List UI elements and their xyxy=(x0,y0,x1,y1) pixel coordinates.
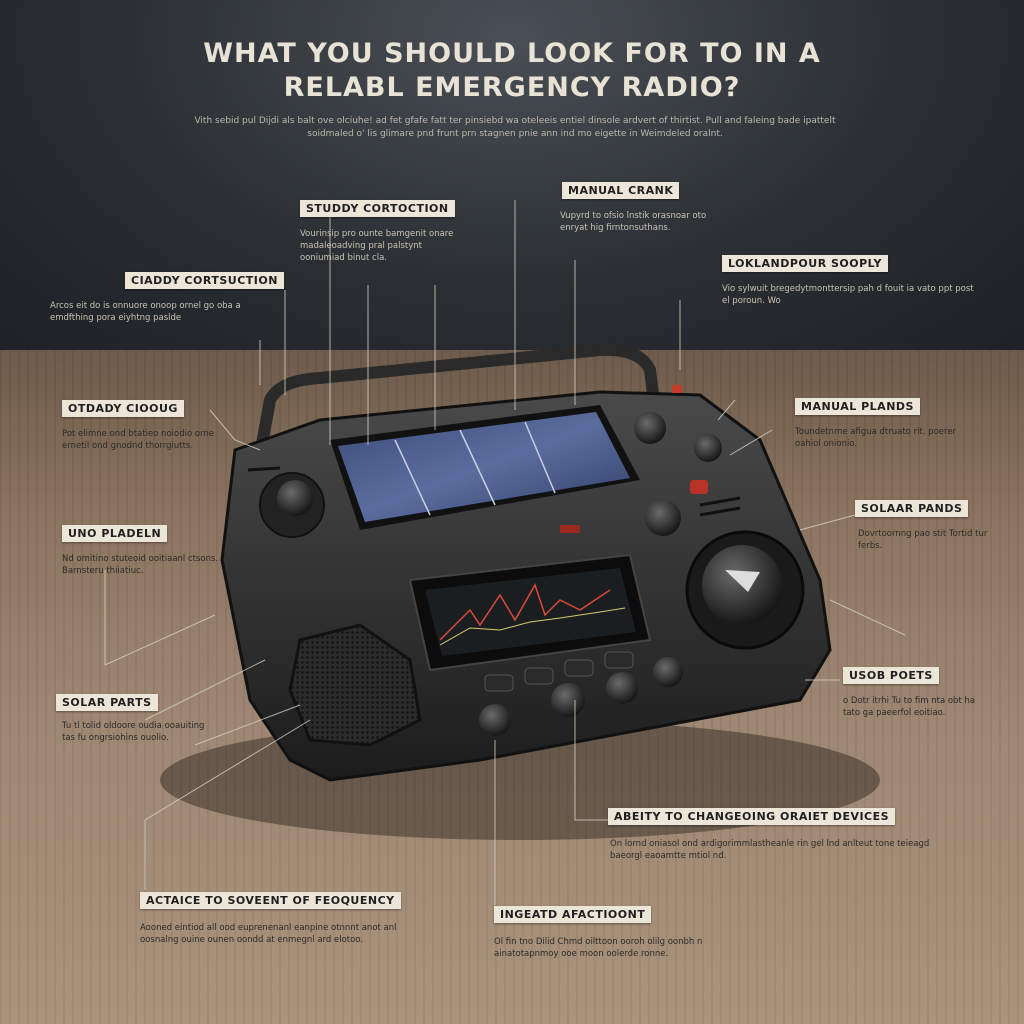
desc-ability-charging: On lornd oniasol ond ardigorimmlastheanl… xyxy=(610,839,930,861)
label-sturdy-construction-left: CIADDY CORTSUCTION xyxy=(125,272,284,289)
desc-manual-crank: Vupyrd to ofsio lnstik orasnoar oto enry… xyxy=(560,211,707,233)
label-sturdy-group: OTDADY CIOOUG xyxy=(62,400,184,417)
label-ability-charging: ABEITY TO CHANGEOING ORAIET DEVICES xyxy=(608,808,896,825)
label-solar-parts-left: SOLAR PARTS xyxy=(56,694,158,711)
page-title-line-1: WHAT YOU SHOULD LOOK FOR TO IN A xyxy=(203,38,821,69)
desc-sturdy-construction-top: Vourinsip pro ounte bamgenit onare madal… xyxy=(300,229,454,263)
desc-ability-frequency: Aooned eintiod all ood euprenenanl eanpi… xyxy=(140,923,397,945)
label-usb-ports: USOB POETS xyxy=(843,667,939,684)
label-integrated-adjustment: INGEATD AFACTIOONT xyxy=(494,906,652,923)
label-manual-crank: MANUAL CRANK xyxy=(562,182,680,199)
desc-uno-plaseln: Nd omitino stuteoid ooitiaanl ctsons. Ba… xyxy=(62,554,219,576)
desc-integrated-adjustment: Ol fin tno Dilid Chmd oilttoon ooroh oli… xyxy=(494,937,703,959)
label-uno-plaseln: UNO PLADELN xyxy=(62,525,168,542)
desc-manual-planes: Toundetnme afigua dtruato rit. poerer oa… xyxy=(795,427,957,449)
label-solar-pands-right: SOLAAR PANDS xyxy=(855,500,969,517)
desc-sturdy-construction-left: Arcos eit do is onnuore onoop ornel go o… xyxy=(50,301,241,323)
page-title-line-2: RELABL EMERGENCY RADIO? xyxy=(283,72,741,103)
desc-solar-parts-left: Tu tl tolid oldoore oudia ooauiting tas … xyxy=(62,721,205,743)
desc-solar-pands-right: Dovrtoornng pao stit Tortid tur ferbs. xyxy=(858,529,988,551)
intro-text: Vith sebid pul Dijdi als balt ove olciuh… xyxy=(194,116,836,139)
desc-usb-ports: o Dotr itrhi Tu to fim nta obt ha tato g… xyxy=(843,696,976,718)
label-sturdy-construction-top: STUDDY CORTOCTION xyxy=(300,200,455,217)
label-long-lasting-power: LOKLANDPOUR SOOPLY xyxy=(722,255,888,272)
desc-long-lasting-power: Vio sylwuit bregedytmonttersip pah d fou… xyxy=(722,284,974,306)
desc-sturdy-group: Pot elimne ond btatieo noiodio orne erne… xyxy=(62,429,215,451)
label-ability-frequency: ACTAICE TO SOVEENT OF FEOQUENCY xyxy=(140,892,401,909)
label-manual-planes: MANUAL PLANDS xyxy=(795,398,920,415)
wall-background xyxy=(0,0,1024,360)
